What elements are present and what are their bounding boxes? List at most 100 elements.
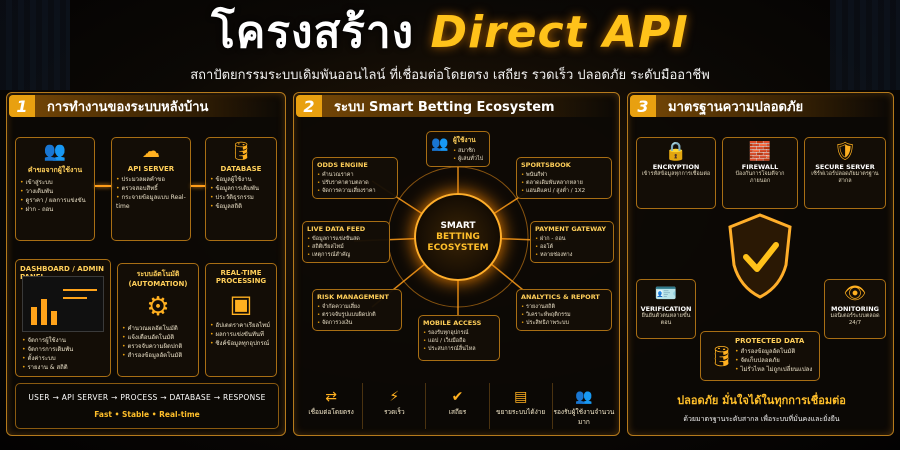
list-item: แฮนดิแคป / สูงต่ำ / 1X2 xyxy=(521,187,607,195)
secure-server-box: 🛡 SECURE SERVER เซิร์ฟเวอร์ปลอดภัยมาตรฐา… xyxy=(804,137,886,209)
list-item: แจ้งเตือนอัตโนมัติ xyxy=(122,333,194,342)
list-item: คำนวณผลอัตโนมัติ xyxy=(122,324,194,333)
list-item: ฝาก - ถอน xyxy=(20,205,90,214)
database-icon: 🛢 xyxy=(229,141,253,162)
list-item: สมาชิก xyxy=(453,147,485,155)
list-item: แอป / เว็บมือถือ xyxy=(423,337,495,345)
connector-line xyxy=(191,185,205,187)
security-slogan: ปลอดภัย มั่นใจได้ในทุกการเชื่อมต่อ ด้วยม… xyxy=(634,383,889,429)
feature-fast: ⚡รวดเร็ว xyxy=(363,383,427,429)
node-title: PAYMENT GATEWAY xyxy=(535,225,607,233)
panel-number: 3 xyxy=(630,95,656,117)
hub-label: ECOSYSTEM xyxy=(427,242,489,253)
panel-title: มาตรฐานความปลอดภัย xyxy=(668,99,804,115)
list-item: ตรวจสอบสิทธิ์ xyxy=(116,184,186,193)
lock-icon: 🔒 xyxy=(664,141,688,162)
box-title: API SERVER xyxy=(127,165,175,173)
feature-strip: ⇄เชื่อมต่อโดยตรง ⚡รวดเร็ว ✔เสถียร ▤ขยายร… xyxy=(300,383,615,429)
node-title: ODDS ENGINE xyxy=(317,161,368,169)
list-item: ประสบการณ์ลื่นไหล xyxy=(423,345,495,353)
list-item: ประมวลผลคำขอ xyxy=(116,175,186,184)
list-item: ปรับราคาตามตลาด xyxy=(317,179,393,187)
page-title: โครงสร้าง Direct API xyxy=(0,4,900,62)
panel-header: 2 ระบบ Smart Betting Ecosystem xyxy=(296,95,617,117)
list-item: อัปเดตราคาเรียลไทม์ xyxy=(210,321,272,330)
list-item: ผลการแข่งขันทันที xyxy=(210,330,272,339)
box-desc: ป้องกันการโจมตีจากภายนอก xyxy=(735,171,785,184)
list-item: จัดการวงเงิน xyxy=(317,319,397,327)
list-item: สำรองข้อมูลอัตโนมัติ xyxy=(122,351,194,360)
security-panel: 3 มาตรฐานความปลอดภัย 🔒 ENCRYPTION เข้ารห… xyxy=(627,92,894,436)
users-node: 👥 ผู้ใช้งาน สมาชิก ผู้เล่นทั่วไป xyxy=(426,131,490,167)
realtime-processing-box: REAL-TIME PROCESSING ▣ อัปเดตราคาเรียลไท… xyxy=(205,263,277,377)
list-item: จัดการผู้ใช้งาน xyxy=(22,336,73,345)
panel-number: 1 xyxy=(9,95,35,117)
server-rack-decoration-left xyxy=(0,0,70,90)
box-title: SECURE SERVER xyxy=(815,163,875,171)
list-item: รายงานสถิติ xyxy=(521,303,607,311)
node-title: SPORTSBOOK xyxy=(521,161,571,169)
node-title: LIVE DATA FEED xyxy=(307,225,366,233)
user-request-box: 👥 คำขอจากผู้ใช้งาน เข้าสู่ระบบ วางเดิมพั… xyxy=(15,137,95,241)
list-item: เข้าสู่ระบบ xyxy=(20,178,90,187)
box-title: คำขอจากผู้ใช้งาน xyxy=(27,166,83,174)
users-icon: 👥 xyxy=(431,136,449,152)
protected-data-box: 🛢 PROTECTED DATA สำรองข้อมูลอัตโนมัติ จั… xyxy=(700,331,820,381)
feature-direct: ⇄เชื่อมต่อโดยตรง xyxy=(300,383,364,429)
box-desc: เข้ารหัสข้อมูลทุกการเชื่อมต่อ xyxy=(641,171,711,177)
speed-icon: ⚡ xyxy=(389,389,400,405)
node-title: ผู้ใช้งาน xyxy=(453,136,476,144)
analytics-report-node: ANALYTICS & REPORT รายงานสถิติ วิเคราะห์… xyxy=(516,289,612,331)
list-item: ข้อมูลการเดิมพัน xyxy=(210,184,272,193)
feature-many-users: 👥รองรับผู้ใช้งานจำนวนมาก xyxy=(553,389,615,426)
id-card-icon: 🪪 xyxy=(654,283,678,304)
list-item: จำกัดความเสี่ยง xyxy=(317,303,397,311)
box-title: ระบบอัตโนมัติ (AUTOMATION) xyxy=(128,270,188,288)
api-server-box: ☁ API SERVER ประมวลผลคำขอ ตรวจสอบสิทธิ์ … xyxy=(111,137,191,241)
box-desc: ยืนยันตัวตนหลายขั้นตอน xyxy=(641,313,691,326)
box-title: REAL-TIME PROCESSING xyxy=(215,269,267,285)
list-item: ประสิทธิภาพระบบ xyxy=(521,319,607,327)
feature-stable: ✔เสถียร xyxy=(426,383,490,429)
panel-header: 3 มาตรฐานความปลอดภัย xyxy=(630,95,891,117)
panel-title: การทำงานของระบบหลังบ้าน xyxy=(47,99,209,115)
flow-sequence: USER → API SERVER → PROCESS → DATABASE →… xyxy=(28,393,266,402)
automation-box: ระบบอัตโนมัติ (AUTOMATION) ⚙ คำนวณผลอัตโ… xyxy=(117,263,199,377)
box-desc: เซิร์ฟเวอร์ปลอดภัยมาตรฐานสากล xyxy=(811,171,879,184)
users-icon: 👥 xyxy=(43,141,67,162)
list-item: จัดการความเสี่ยงราคา xyxy=(317,187,393,195)
list-item: พนันกีฬา xyxy=(521,171,607,179)
firewall-icon: 🧱 xyxy=(748,141,772,162)
eye-icon: 👁 xyxy=(843,283,867,304)
slogan-text: ปลอดภัย มั่นใจได้ในทุกการเชื่อมต่อ xyxy=(677,394,846,407)
dashboard-box: DASHBOARD / ADMIN PANEL จัดการผู้ใช้งาน … xyxy=(15,259,111,377)
cloud-icon: ☁ xyxy=(142,141,160,162)
panel-number: 2 xyxy=(296,95,322,117)
list-item: จัดการการเดิมพัน xyxy=(22,345,73,354)
box-title: VERIFICATION xyxy=(640,305,692,313)
box-title: DATABASE xyxy=(220,165,262,173)
page-subtitle: สถาปัตยกรรมระบบเดิมพันออนไลน์ ที่เชื่อมต… xyxy=(190,68,710,83)
payment-gateway-node: PAYMENT GATEWAY ฝาก - ถอน ออโต้ หลายช่อง… xyxy=(530,221,614,263)
list-item: ดูราคา / ผลการแข่งขัน xyxy=(20,196,90,205)
title-english: Direct API xyxy=(430,7,689,58)
group-icon: 👥 xyxy=(575,389,593,405)
hub-label: SMART xyxy=(440,220,476,231)
monitoring-box: 👁 MONITORING มอนิเตอร์ระบบตลอด 24/7 xyxy=(824,279,886,339)
box-title: ENCRYPTION xyxy=(652,163,700,171)
list-item: ฝาก - ถอน xyxy=(535,235,609,243)
gear-icon: ⚙ xyxy=(146,292,170,322)
odds-engine-node: ODDS ENGINE คำนวณราคา ปรับราคาตามตลาด จั… xyxy=(312,157,398,199)
secure-server-icon: 🛡 xyxy=(833,141,857,162)
encryption-box: 🔒 ENCRYPTION เข้ารหัสข้อมูลทุกการเชื่อมต… xyxy=(636,137,716,209)
ecosystem-hub: SMART BETTING ECOSYSTEM xyxy=(414,193,502,281)
list-item: ข้อมูลการแข่งขันสด xyxy=(307,235,385,243)
list-item: ตรวจจับความผิดปกติ xyxy=(122,342,194,351)
shield-check-icon: ✔ xyxy=(451,389,464,405)
flow-bar: USER → API SERVER → PROCESS → DATABASE →… xyxy=(15,383,279,429)
database-icon: 🛢 xyxy=(709,344,735,368)
list-item: ข้อมูลผู้ใช้งาน xyxy=(210,175,272,184)
list-item: ตลาดเดิมพันหลากหลาย xyxy=(521,179,607,187)
dashboard-preview xyxy=(22,276,104,332)
ecosystem-panel: 2 ระบบ Smart Betting Ecosystem SMART BET… xyxy=(293,92,620,436)
